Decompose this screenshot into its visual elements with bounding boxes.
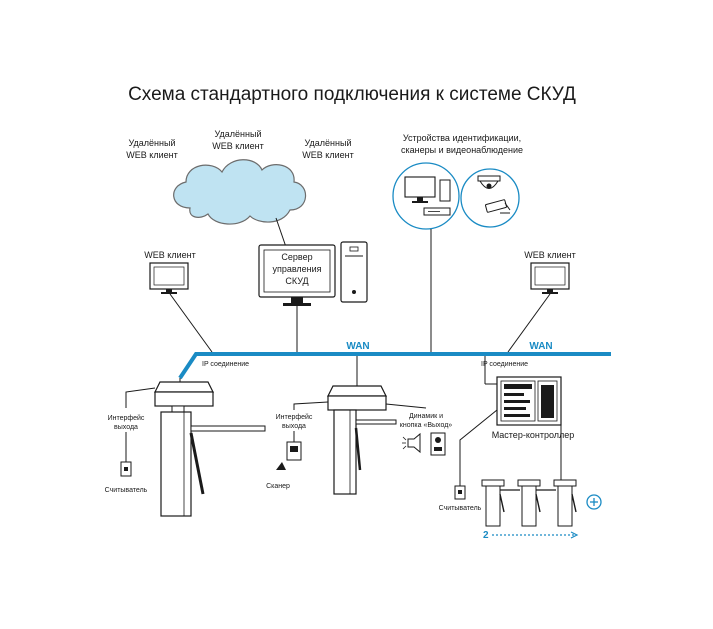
scanner-icon bbox=[276, 441, 302, 470]
exit-interface-left-line2: выхода bbox=[114, 424, 138, 431]
scanner-label: Сканер bbox=[266, 483, 290, 490]
web-client-right-link bbox=[507, 293, 551, 353]
ip-connection-left: IP соединение bbox=[202, 361, 249, 368]
master-controller-label: Мастер-контроллер bbox=[492, 430, 575, 440]
turnstile-count: 2 bbox=[483, 530, 489, 541]
reader-left-link bbox=[125, 387, 156, 408]
web-client-left-link bbox=[169, 293, 213, 353]
cloud-client-1-line2: WEB клиент bbox=[126, 150, 177, 160]
web-client-right-label: WEB клиент bbox=[524, 250, 575, 260]
cloud-icon bbox=[173, 159, 307, 225]
wan-label-1: WAN bbox=[346, 341, 369, 352]
devices-label-line1: Устройства идентификации, bbox=[403, 133, 521, 143]
speaker-link bbox=[385, 403, 427, 409]
turnstile-middle-icon bbox=[327, 385, 397, 495]
reader-right-link bbox=[459, 409, 498, 486]
diagram-title: Схема стандартного подключения к системе… bbox=[128, 84, 576, 105]
plus-circle-icon bbox=[586, 494, 602, 510]
wan-backbone bbox=[178, 352, 611, 380]
turnstile-row-1-icon bbox=[481, 479, 520, 527]
arrow-right-icon bbox=[492, 531, 579, 539]
pc-small-icon bbox=[439, 179, 451, 202]
speaker-icon bbox=[402, 432, 421, 454]
pc-tower-icon bbox=[340, 241, 368, 303]
cloud-client-1-line1: Удалённый bbox=[129, 138, 176, 148]
server-monitor-icon bbox=[258, 244, 336, 306]
web-client-left-label: WEB клиент bbox=[144, 250, 195, 260]
cloud-client-3-line2: WEB клиент bbox=[302, 150, 353, 160]
web-client-right-monitor-icon bbox=[530, 262, 570, 294]
reader-right-icon bbox=[454, 485, 466, 500]
devices-label-line2: сканеры и видеонаблюдение bbox=[401, 145, 523, 155]
server-label-line1: Сервер bbox=[281, 252, 312, 262]
exit-button-icon bbox=[430, 432, 446, 456]
turnstile-row-3-icon bbox=[553, 479, 577, 527]
server-label-line2: управления bbox=[272, 264, 321, 274]
dome-camera-icon bbox=[477, 175, 501, 189]
exit-interface-left-line1: Интерфейс bbox=[108, 414, 145, 422]
dvr-icon bbox=[423, 207, 451, 216]
exit-interface-middle-line2: выхода bbox=[282, 423, 306, 430]
cloud-client-2-line2: WEB клиент bbox=[212, 141, 263, 151]
speaker-button-line2: кнопка «Выход» bbox=[400, 422, 453, 429]
scanner-link bbox=[293, 401, 329, 410]
reader-right-label: Считыватель bbox=[439, 505, 482, 512]
wan-label-2: WAN bbox=[529, 341, 552, 352]
server-label-line3: СКУД bbox=[285, 276, 308, 286]
cloud-client-2-line1: Удалённый bbox=[215, 129, 262, 139]
reader-left-label: Считыватель bbox=[105, 487, 148, 494]
web-client-left-monitor-icon bbox=[149, 262, 189, 294]
monitor-icon bbox=[404, 176, 436, 203]
exit-interface-middle-line1: Интерфейс bbox=[276, 413, 313, 421]
ip-connection-right: IP соединение bbox=[481, 361, 528, 368]
cloud-server-link bbox=[275, 217, 287, 248]
turnstile-row-2-icon bbox=[517, 479, 556, 527]
cloud-client-3-line1: Удалённый bbox=[305, 138, 352, 148]
speaker-button-line1: Динамик и bbox=[409, 413, 443, 420]
controller-cabinet-icon bbox=[496, 376, 562, 426]
bullet-camera-icon bbox=[485, 199, 511, 214]
turnstile-left-icon bbox=[154, 381, 266, 517]
reader-left-icon bbox=[120, 461, 132, 477]
